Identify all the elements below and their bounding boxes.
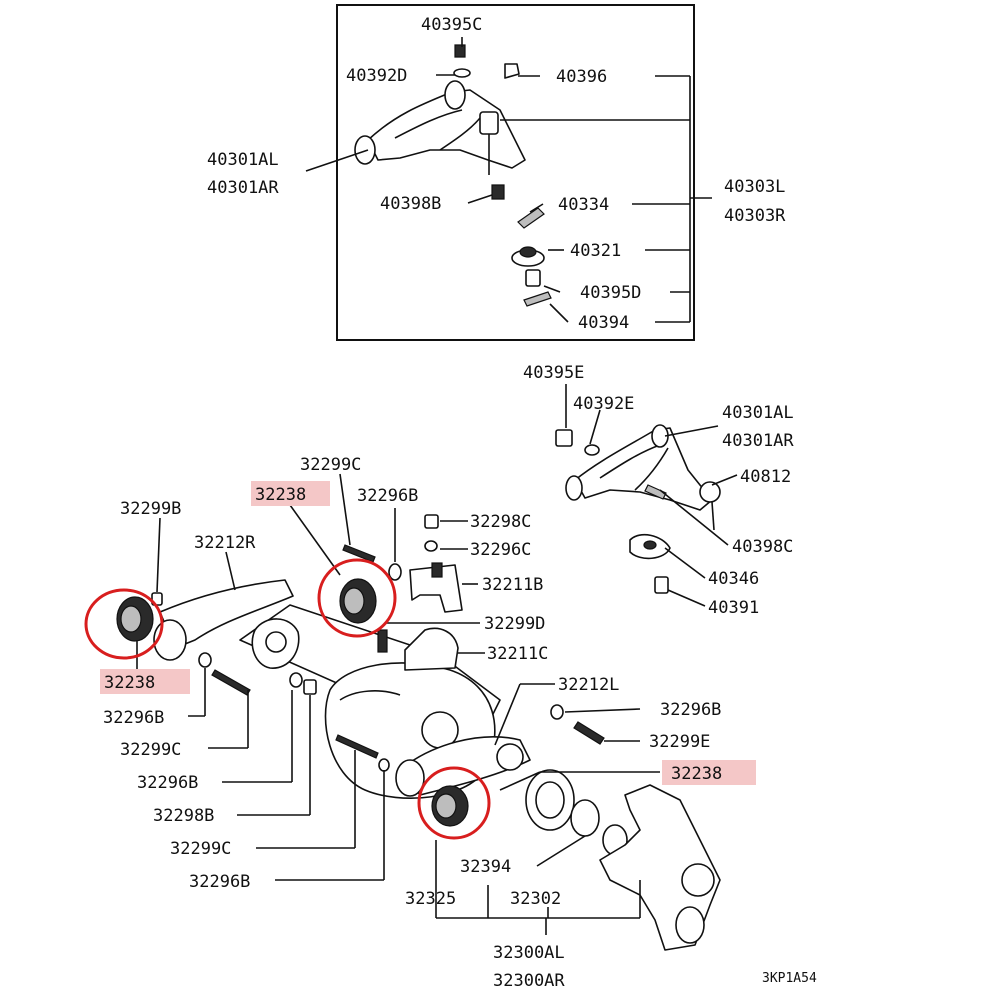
inset-leaders <box>305 37 712 323</box>
label-40398B: 40398B <box>380 194 441 214</box>
label-40301AL-inset: 40301AL <box>207 150 279 170</box>
label-32238-right: 32238 <box>671 764 722 784</box>
highlight-bg-32238-left <box>100 669 190 694</box>
label-40395D: 40395D <box>580 283 641 303</box>
highlight-circle-left <box>84 588 164 660</box>
label-32302: 32302 <box>510 889 561 909</box>
label-40395C: 40395C <box>421 15 482 35</box>
label-40394: 40394 <box>578 313 629 333</box>
label-32296C: 32296C <box>470 540 531 560</box>
main-leaders <box>136 384 738 935</box>
label-32296B-c: 32296B <box>189 872 250 892</box>
label-40392E: 40392E <box>573 394 634 414</box>
label-40301AR-inset: 40301AR <box>207 178 279 198</box>
label-32299C-b: 32299C <box>170 839 231 859</box>
label-32299C-top: 32299C <box>300 455 361 475</box>
label-32298B: 32298B <box>153 806 214 826</box>
highlight-bg-32238-top <box>251 481 330 506</box>
label-40395E: 40395E <box>523 363 584 383</box>
label-32212R: 32212R <box>194 533 256 553</box>
label-32300AR: 32300AR <box>493 971 565 991</box>
inset-upper-arm <box>354 44 552 307</box>
label-40812: 40812 <box>740 467 791 487</box>
label-40334: 40334 <box>558 195 609 215</box>
label-40398C: 40398C <box>732 537 793 557</box>
highlight-circle-top <box>317 558 397 638</box>
label-40301AL: 40301AL <box>722 403 794 423</box>
label-40301AR: 40301AR <box>722 431 794 451</box>
label-32299C-a: 32299C <box>120 740 181 760</box>
highlight-circle-right <box>417 766 491 840</box>
label-40303L: 40303L <box>724 177 785 197</box>
label-40303R: 40303R <box>724 206 786 226</box>
bushing-32238-right <box>431 785 469 827</box>
label-40392D: 40392D <box>346 66 407 86</box>
label-32211C: 32211C <box>487 644 548 664</box>
label-32211B: 32211B <box>482 575 543 595</box>
label-32298C: 32298C <box>470 512 531 532</box>
label-32299D: 32299D <box>484 614 545 634</box>
label-32299E: 32299E <box>649 732 710 752</box>
inset-frame <box>336 4 695 341</box>
bushing-32238-top <box>339 578 377 624</box>
label-40346: 40346 <box>708 569 759 589</box>
upper-arm-drawing <box>555 424 721 594</box>
highlight-bg-32238-right <box>662 760 756 785</box>
label-32299B: 32299B <box>120 499 181 519</box>
label-32296B-b: 32296B <box>137 773 198 793</box>
label-40391: 40391 <box>708 598 759 618</box>
label-32238-left: 32238 <box>104 673 155 693</box>
label-32238-top: 32238 <box>255 485 306 505</box>
axle-drawing <box>116 514 721 951</box>
bushing-32238-left <box>116 596 154 642</box>
label-32300AL: 32300AL <box>493 943 565 963</box>
label-40321: 40321 <box>570 241 621 261</box>
label-32212L: 32212L <box>558 675 619 695</box>
label-32325: 32325 <box>405 889 456 909</box>
label-32394: 32394 <box>460 857 511 877</box>
figure-code: 3KP1A54 <box>762 971 817 986</box>
label-32296B-right: 32296B <box>660 700 721 720</box>
label-32296B-top: 32296B <box>357 486 418 506</box>
label-40396: 40396 <box>556 67 607 87</box>
label-32296B-a: 32296B <box>103 708 164 728</box>
